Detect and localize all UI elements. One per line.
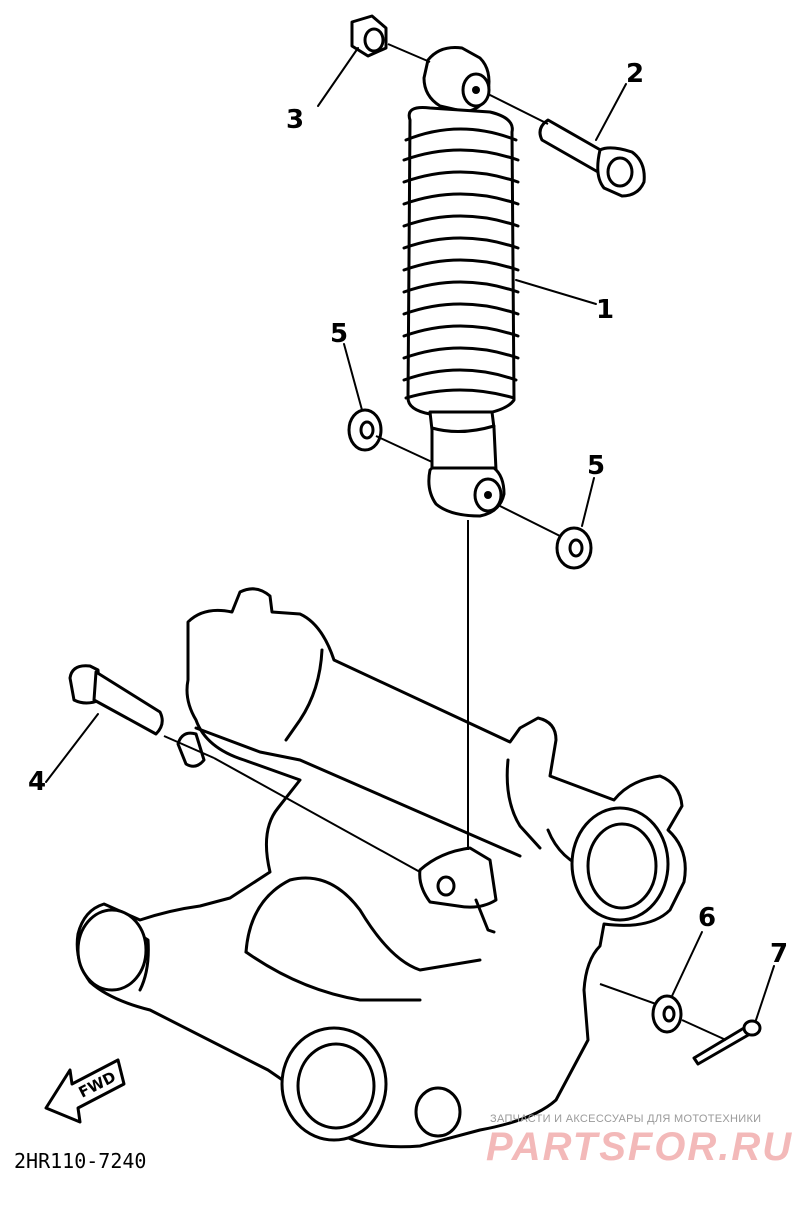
leader-lines (45, 47, 775, 1021)
callout-4: 4 (28, 767, 46, 797)
washer-right (555, 526, 593, 570)
washer-small (651, 994, 683, 1034)
fwd-arrow-icon: FWD (44, 1058, 126, 1124)
callout-5-left: 5 (330, 319, 348, 349)
washer-left (347, 408, 383, 452)
callout-7: 7 (770, 939, 788, 969)
watermark-tagline: ЗАПЧАСТИ И АКСЕССУАРЫ ДЛЯ МОТОТЕХНИКИ (490, 1113, 761, 1125)
assembly-lines (163, 43, 727, 1041)
pivot-bolt (68, 664, 164, 736)
callout-2: 2 (626, 59, 644, 89)
spring-coils (402, 127, 520, 400)
watermark: ЗАПЧАСТИ И АКСЕССУАРЫ ДЛЯ МОТОТЕХНИКИ PA… (486, 1113, 793, 1169)
nut-upper (350, 14, 388, 58)
callout-1: 1 (596, 295, 614, 325)
drawing-code: 2HR110-7240 (14, 1149, 146, 1173)
shock-absorber (402, 46, 520, 518)
callout-5-right: 5 (587, 451, 605, 481)
callout-6: 6 (698, 903, 716, 933)
watermark-brand: PARTSFOR.RU (486, 1125, 793, 1169)
cotter-pin (692, 1019, 762, 1066)
swing-arm (75, 587, 687, 1149)
callout-3: 3 (286, 105, 304, 135)
bolt-upper (538, 118, 646, 198)
